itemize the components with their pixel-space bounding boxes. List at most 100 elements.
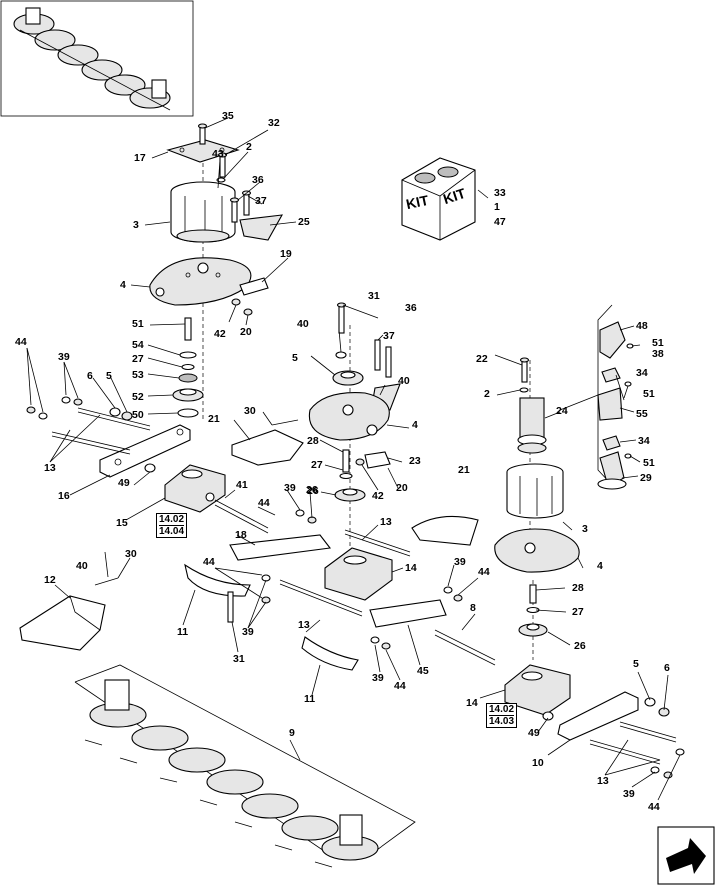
callout-41: 55 (636, 408, 648, 420)
callout-36: 36 (252, 174, 264, 186)
part-gearbox-8-center (324, 547, 393, 601)
part-knife-19 (239, 277, 269, 296)
callout-27: 27 (572, 606, 584, 618)
part-hub-26-right (518, 623, 548, 637)
part-skid-14-center (301, 636, 359, 671)
callout-37: 37 (255, 195, 267, 207)
callout-34: 51 (643, 388, 655, 400)
callout-9: 45 (417, 665, 429, 677)
callout-4: 4 (120, 279, 126, 291)
callout-44: 44 (478, 566, 490, 578)
callout-13: 13 (597, 775, 609, 787)
callout-46: 9 (289, 727, 295, 739)
callout-5: 5 (633, 658, 639, 670)
callout-2: 2 (246, 141, 252, 153)
callout-44: 44 (394, 680, 406, 692)
part-fork-18 (597, 451, 627, 490)
callout-32: 32 (268, 117, 280, 129)
callout-6: 6 (664, 662, 670, 674)
part-disc-4-center (308, 392, 390, 441)
callout-39: 39 (242, 626, 254, 638)
callout-35: 35 (222, 110, 234, 122)
part-spacer-49 (144, 463, 156, 473)
callout-50: 50 (132, 409, 144, 421)
part-bolt-30-lower (94, 577, 119, 586)
part-shaft-10 (434, 629, 496, 666)
part-bolt-31-lower (227, 591, 234, 623)
part-bolt-35 (197, 123, 208, 145)
part-knife-23 (364, 451, 391, 469)
part-gearbox-15 (164, 464, 226, 513)
part-bolt-33 (519, 357, 530, 383)
section-reference-top: 14.02 (159, 514, 185, 525)
callout-17: 17 (134, 152, 146, 164)
callout-1: 24 (556, 405, 568, 417)
callout-2: 2 (484, 388, 490, 400)
callout-18: 29 (640, 472, 652, 484)
section-reference-top: 14.02 (489, 704, 515, 715)
part-disc-4-right (494, 528, 580, 573)
part-cap-22 (332, 370, 364, 386)
rotation-arrows (84, 739, 333, 868)
callout-28: 28 (572, 582, 584, 594)
callout-13: 13 (44, 462, 56, 474)
callout-51: 47 (494, 216, 506, 228)
part-washer-2-right (519, 387, 529, 393)
callout-30: 30 (244, 405, 256, 417)
callout-24: 40 (398, 375, 410, 387)
callout-30: 30 (125, 548, 137, 560)
part-washers-center (261, 509, 463, 650)
part-fork-38 (599, 321, 626, 359)
callout-44: 44 (15, 336, 27, 348)
callout-15: 15 (116, 517, 128, 529)
part-shaft-28-right (526, 584, 540, 614)
callout-3: 3 (133, 219, 139, 231)
callout-22: 5 (292, 352, 298, 364)
section-reference-link[interactable]: 14.02 14.03 (486, 703, 518, 728)
part-bolt-31-center (336, 302, 347, 334)
callout-14: 11 (304, 693, 316, 705)
part-coupler-29 (601, 367, 621, 451)
section-reference-bottom: 14.03 (489, 715, 515, 727)
callout-38: 48 (636, 320, 648, 332)
next-page-arrow-icon[interactable] (657, 826, 715, 885)
part-disc-4-left (149, 257, 252, 306)
callout-42: 42 (372, 490, 384, 502)
callout-39: 39 (623, 788, 635, 800)
part-washers-right (644, 697, 685, 779)
part-housing-3-right (506, 463, 564, 519)
part-bolts-13-right (589, 721, 677, 765)
overview-cutterbar (13, 7, 171, 111)
part-housing-3 (170, 181, 236, 243)
callout-34: 51 (643, 457, 655, 469)
callout-23: 23 (409, 455, 421, 467)
part-bolts-36-37-center (374, 339, 392, 378)
callout-6: 6 (87, 370, 93, 382)
callout-27: 27 (132, 353, 144, 365)
callout-12: 18 (235, 529, 247, 541)
callout-55: 38 (652, 348, 664, 360)
callout-48: 1 (494, 201, 500, 213)
section-reference-bottom: 14.04 (159, 525, 185, 537)
callout-16: 16 (58, 490, 70, 502)
callout-4: 4 (412, 419, 418, 431)
callout-21: 21 (208, 413, 220, 425)
part-shaft-28-center (339, 449, 353, 480)
callout-45: 12 (44, 574, 56, 586)
part-bolts-13-left (51, 407, 151, 455)
callout-40: 40 (76, 560, 88, 572)
callout-44: 44 (258, 497, 270, 509)
callout-34: 51 (652, 337, 664, 349)
callout-31: 31 (233, 653, 245, 665)
callout-39: 39 (58, 351, 70, 363)
part-nut-42-center (355, 458, 365, 466)
part-hub-26-center (334, 488, 366, 502)
callout-37: 37 (383, 330, 395, 342)
part-washer-40 (335, 351, 347, 359)
callout-40: 40 (297, 318, 309, 330)
callout-5: 5 (106, 370, 112, 382)
section-reference-link[interactable]: 14.02 14.04 (156, 513, 188, 538)
part-bar-16 (99, 424, 191, 478)
callout-11: 41 (236, 479, 248, 491)
